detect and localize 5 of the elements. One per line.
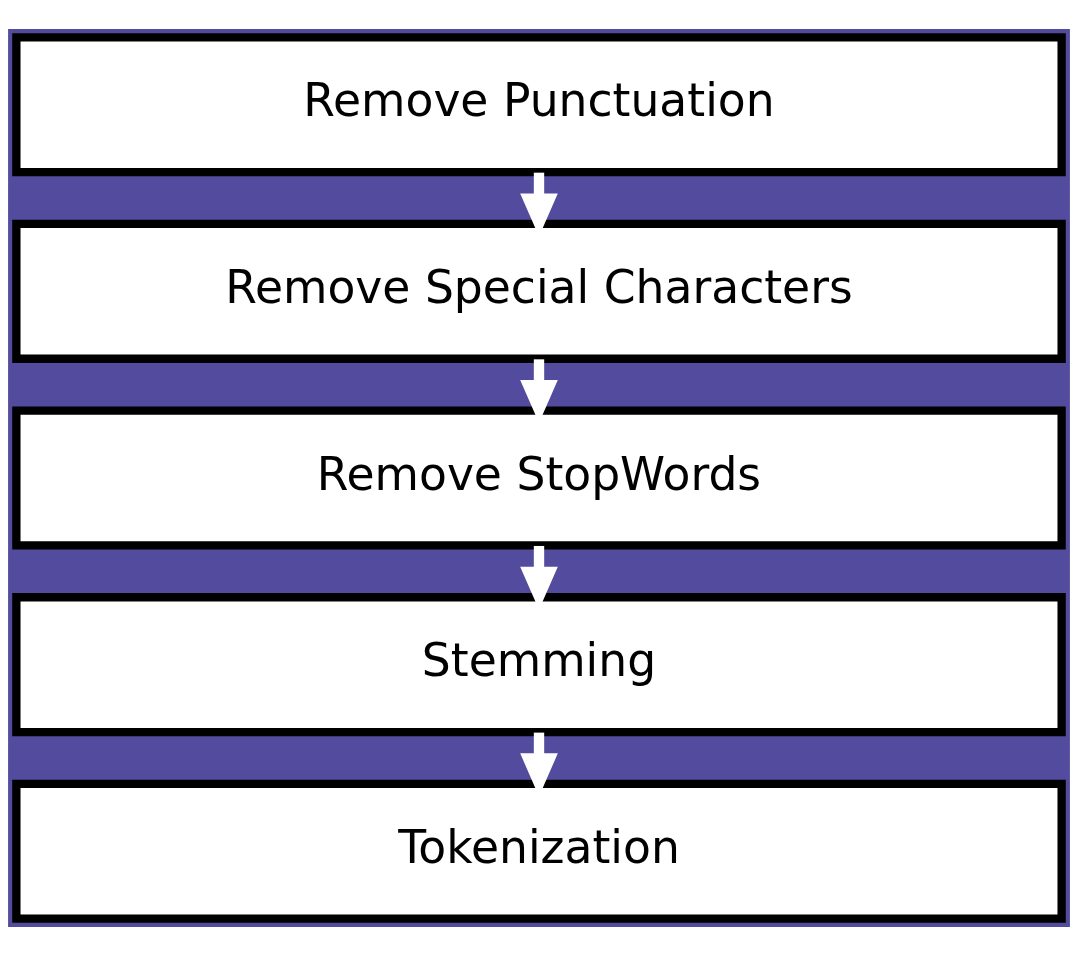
node-box: Tokenization [12,779,1066,923]
node-box: Remove Punctuation [12,32,1066,176]
node-box: Remove Special Characters [12,219,1066,363]
node-box: Stemming [12,592,1066,736]
node-box: Remove StopWords [12,405,1066,550]
